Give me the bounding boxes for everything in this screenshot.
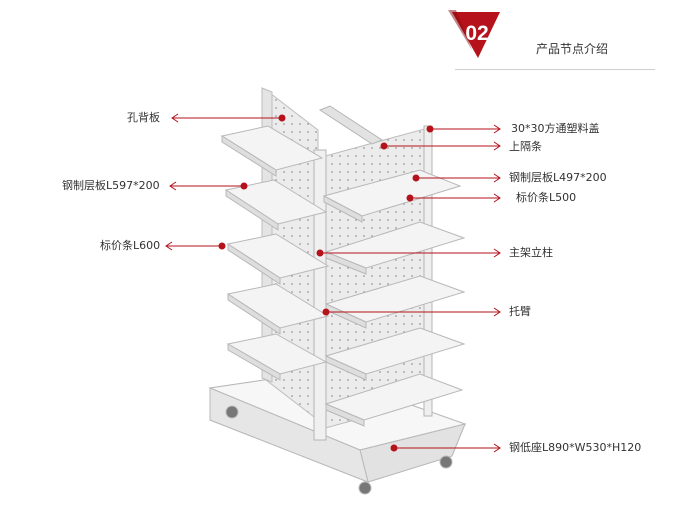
label-cengban-l497: 钢制层板L497*200 <box>509 171 607 184</box>
section-title: 产品节点介绍 <box>536 42 609 56</box>
label-dizuo: 钢低座L890*W530*H120 <box>509 441 642 454</box>
top-divider <box>318 105 384 145</box>
label-tuobi: 托臂 <box>509 305 531 318</box>
label-zhujia-lizhu: 主架立柱 <box>509 246 553 259</box>
label-kongbeiban: 孔背板 <box>127 111 160 124</box>
label-shang-getiao: 上隔条 <box>509 140 542 153</box>
label-biaojiatiao-l500: 标价条L500 <box>516 191 577 204</box>
section-number: 02 <box>465 22 489 45</box>
title-divider <box>455 69 655 70</box>
left-shelves <box>220 125 330 381</box>
leader-lines <box>165 113 501 453</box>
label-cengban-l597: 钢制层板L597*200 <box>62 179 160 192</box>
section-number-badge <box>448 10 500 58</box>
right-shelves <box>322 169 466 427</box>
label-fangtong-cap: 30*30方通塑料盖 <box>511 122 600 135</box>
label-biaojiatiao-l600: 标价条L600 <box>100 239 161 252</box>
main-column <box>313 125 433 441</box>
steel-base <box>208 371 467 495</box>
